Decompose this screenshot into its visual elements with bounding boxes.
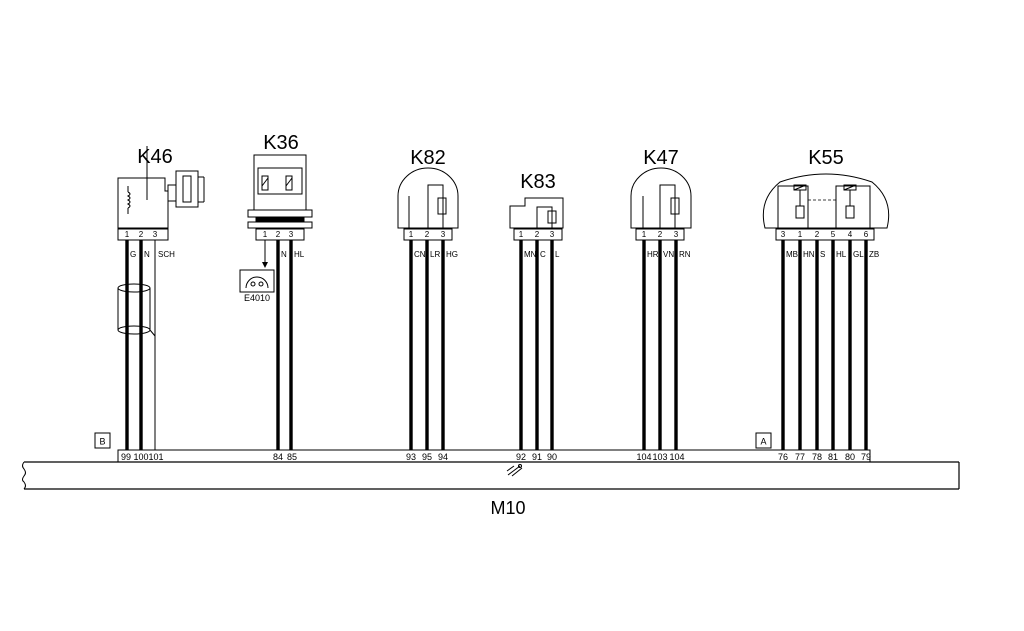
wire-color-label: N <box>281 250 287 259</box>
connector-name: K47 <box>643 147 679 169</box>
pin-label: 6 <box>864 230 869 239</box>
wire-color-label: HL <box>294 250 305 259</box>
wire-color-label: GL <box>853 250 864 259</box>
connector-name: K36 <box>263 132 299 154</box>
wire-color-label: LR <box>430 250 440 259</box>
terminal-number: 76 <box>778 452 788 462</box>
wire-color-label: MN <box>524 250 537 259</box>
wire-color-label: HN <box>803 250 815 259</box>
pin-label: 1 <box>642 230 647 239</box>
terminal-number: 104 <box>669 452 684 462</box>
ground-strap-icon <box>506 464 523 477</box>
pin-label: 3 <box>153 230 158 239</box>
terminal-number: 101 <box>148 452 163 462</box>
connector-k83: K83 1 2 3 MN C L 92 91 90 <box>509 171 564 462</box>
pin-label: 2 <box>658 230 663 239</box>
pin-label: 1 <box>125 230 130 239</box>
terminal-number: 81 <box>828 452 838 462</box>
pin-label: 2 <box>535 230 540 239</box>
wire-color-label: MB <box>786 250 798 259</box>
wire-color-label: CN <box>414 250 426 259</box>
wire-color-label: L <box>555 250 560 259</box>
connector-name: K46 <box>137 146 173 168</box>
ground-label: E4010 <box>244 293 270 303</box>
wire-color-label: C <box>540 250 546 259</box>
pin-label: 3 <box>781 230 786 239</box>
harness-label: M10 <box>490 498 525 518</box>
terminal-number: 90 <box>547 452 557 462</box>
pin-label: 3 <box>674 230 679 239</box>
terminal-number: 99 <box>121 452 131 462</box>
wire-color-label: N <box>144 250 150 259</box>
marker-a: A <box>755 432 772 449</box>
wire-color-label: HR <box>647 250 659 259</box>
ground-e4010: E4010 <box>239 269 275 303</box>
wire-color-label: S <box>820 250 825 259</box>
terminal-number: 85 <box>287 452 297 462</box>
pin-label: 3 <box>550 230 555 239</box>
connector-k46: K46 1 2 3 G N SCH 99 100 101 <box>117 146 205 462</box>
terminal-number: 84 <box>273 452 283 462</box>
pin-label: 4 <box>848 230 853 239</box>
connector-k55: K55 3 1 2 5 4 6 MB HN S HL GL ZB 76 77 7… <box>762 147 890 462</box>
connector-name: K82 <box>410 147 446 169</box>
pin-label: 2 <box>139 230 144 239</box>
terminal-number: 100 <box>133 452 148 462</box>
harness-m10: M10 <box>22 461 960 518</box>
svg-text:A: A <box>760 437 766 447</box>
pin-label: 2 <box>276 230 281 239</box>
terminal-number: 80 <box>845 452 855 462</box>
terminal-strips <box>117 449 871 463</box>
pin-label: 3 <box>289 230 294 239</box>
terminal-number: 94 <box>438 452 448 462</box>
pin-label: 1 <box>409 230 414 239</box>
terminal-number: 78 <box>812 452 822 462</box>
wire-color-label: VN <box>663 250 674 259</box>
pin-label: 1 <box>798 230 803 239</box>
svg-text:B: B <box>99 437 105 447</box>
terminal-number: 91 <box>532 452 542 462</box>
connector-name: K83 <box>520 171 556 193</box>
pin-label: 2 <box>815 230 820 239</box>
pin-label: 1 <box>263 230 268 239</box>
pin-label: 5 <box>831 230 836 239</box>
wire-color-label: HL <box>836 250 847 259</box>
wire-color-label: SCH <box>158 250 175 259</box>
terminal-number: 79 <box>861 452 871 462</box>
terminal-number: 103 <box>652 452 667 462</box>
wire-color-label: RN <box>679 250 691 259</box>
marker-b: B <box>94 432 111 449</box>
pin-label: 3 <box>441 230 446 239</box>
wire-color-label: ZB <box>869 250 879 259</box>
connector-k47: K47 1 2 3 HR VN RN 104 103 104 <box>630 147 692 462</box>
terminal-number: 95 <box>422 452 432 462</box>
terminal-number: 93 <box>406 452 416 462</box>
terminal-number: 77 <box>795 452 805 462</box>
pin-label: 2 <box>425 230 430 239</box>
connector-k36: K36 1 2 3 N HL 84 85 E4010 <box>239 132 313 462</box>
terminal-number: 92 <box>516 452 526 462</box>
terminal-number: 104 <box>636 452 651 462</box>
wire-color-label: HG <box>446 250 458 259</box>
wire-color-label: G <box>130 250 136 259</box>
pin-label: 1 <box>519 230 524 239</box>
connector-name: K55 <box>808 147 844 169</box>
connector-k82: K82 1 2 3 CN LR HG 93 95 94 <box>397 147 459 462</box>
